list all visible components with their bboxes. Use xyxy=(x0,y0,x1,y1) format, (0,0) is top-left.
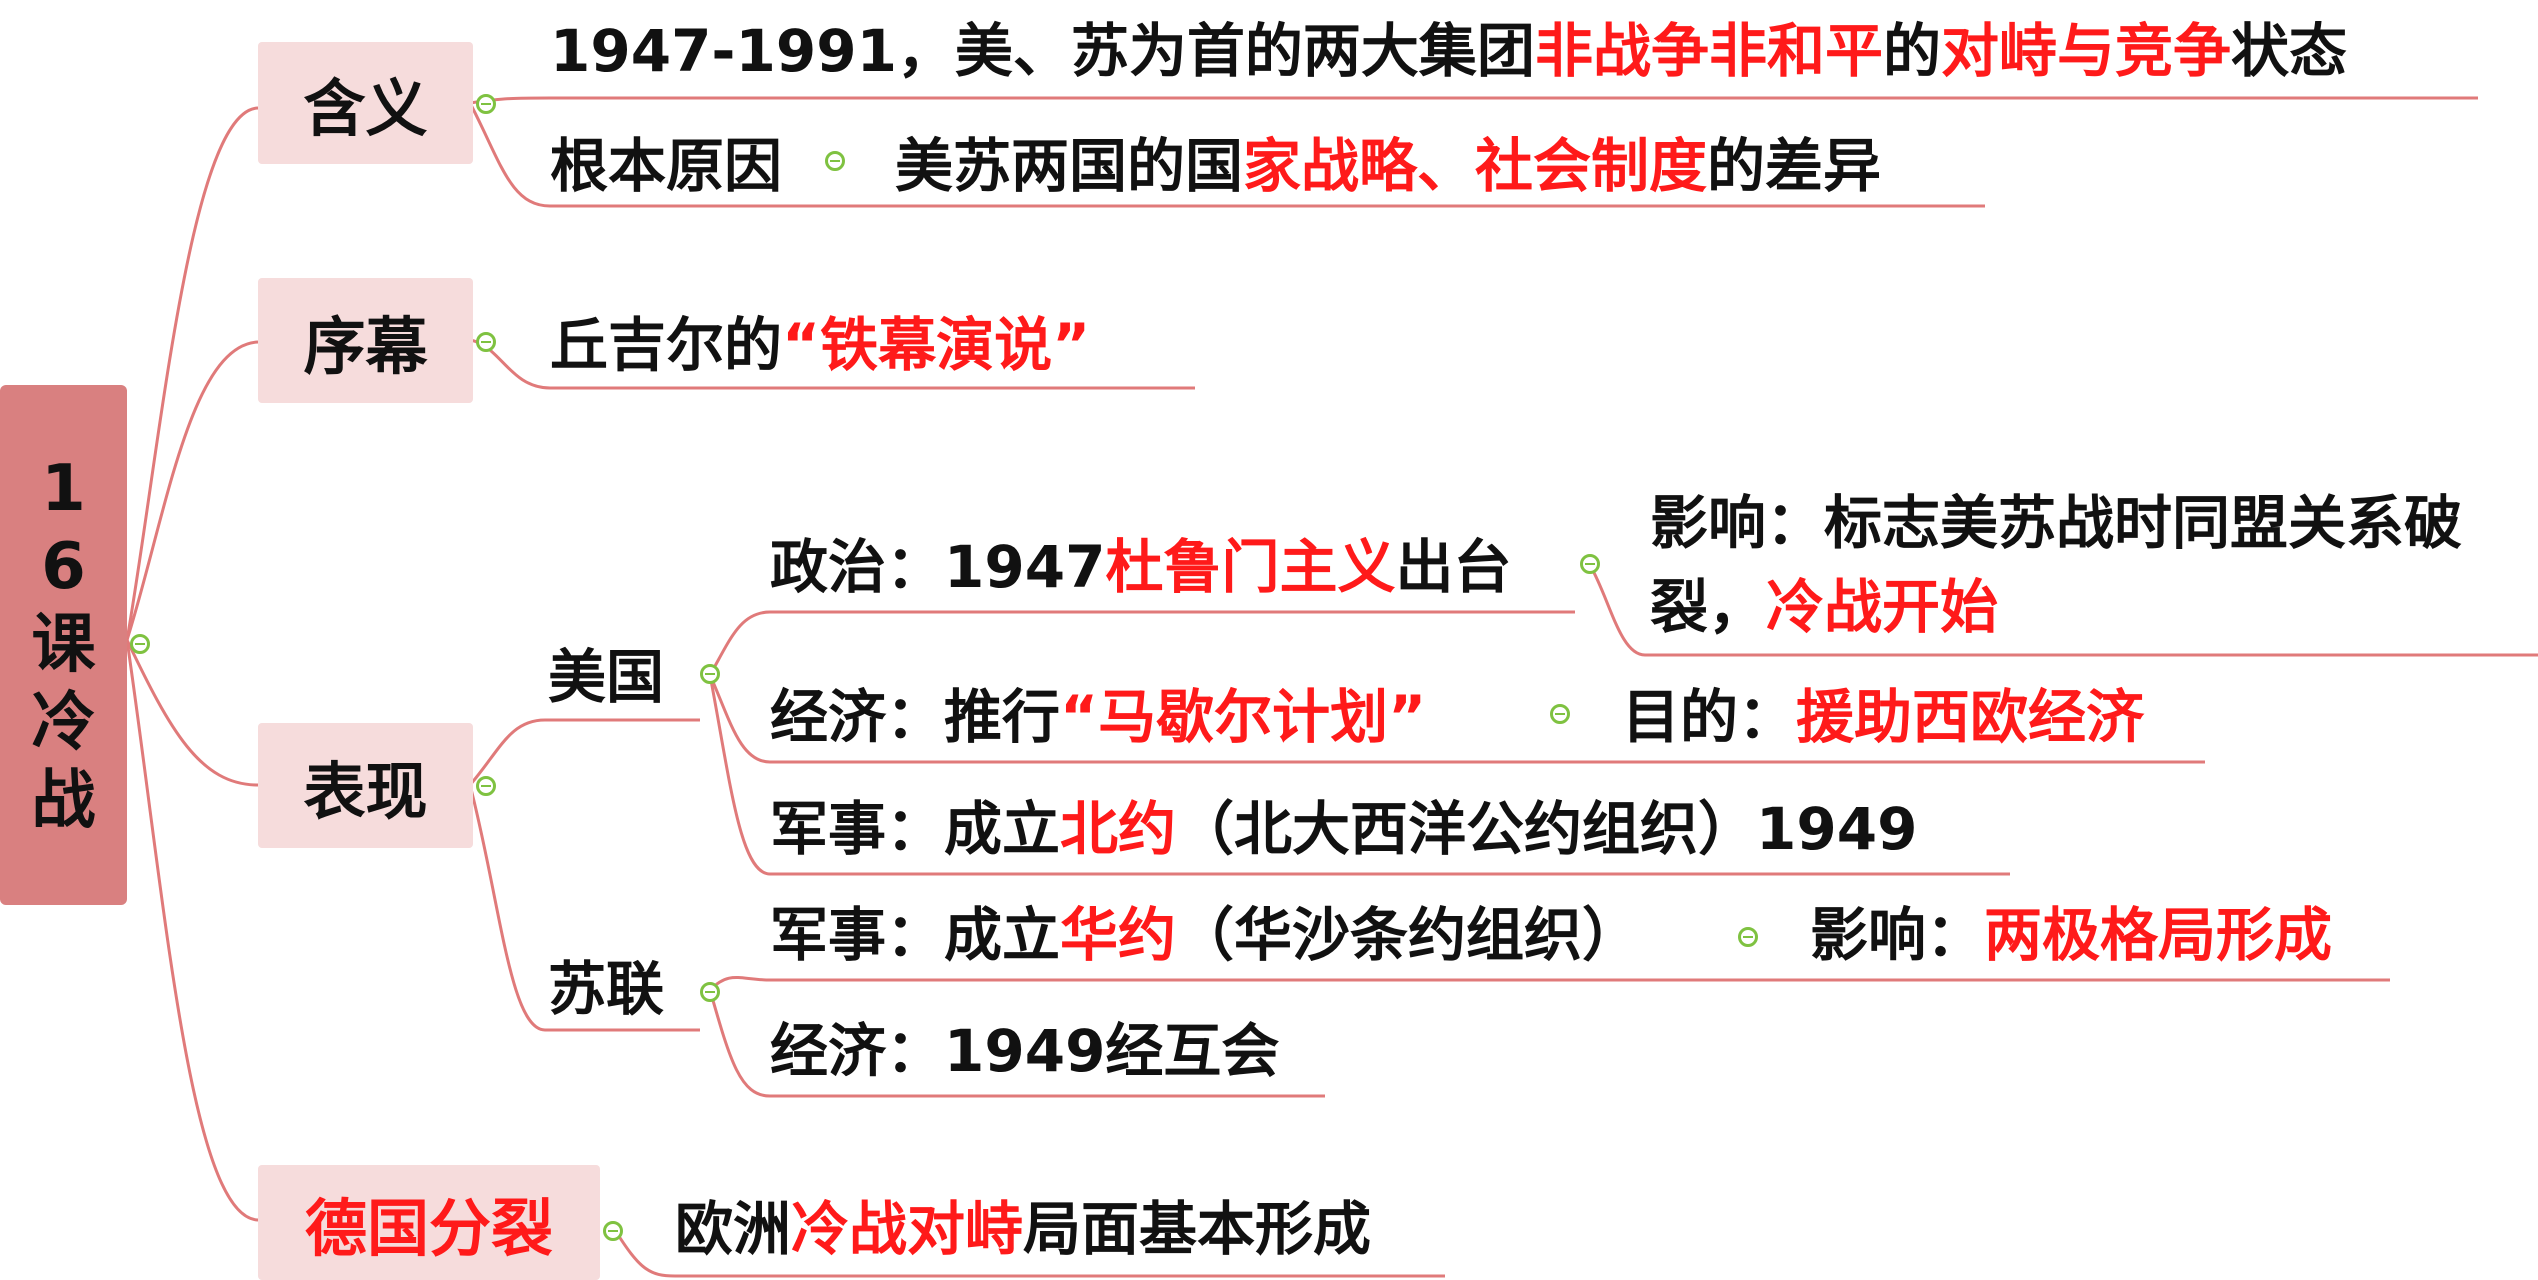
connector-root-xumu xyxy=(125,340,259,641)
usa-politics-impact-line2: 裂，冷战开始 xyxy=(1650,573,1999,641)
connector-ussr-economy xyxy=(708,989,1325,1098)
branch-biaoxian-label: 表现 xyxy=(303,754,428,828)
hanyi-definition: 1947-1991，美、苏为首的两大集团非战争非和平的对峙与竞争状态 xyxy=(550,17,2347,85)
usa-economy-goal: 目的：援助西欧经济 xyxy=(1622,683,2145,751)
collapse-toggle-economy[interactable] xyxy=(1550,704,1570,724)
xumu-content: 丘吉尔的“铁幕演说” xyxy=(550,311,1091,379)
branch-deguo-label: 德国分裂 xyxy=(304,1191,553,1265)
connector-usa-economy xyxy=(708,674,2205,764)
connector-biaoxian-usa xyxy=(468,718,700,786)
usa-politics: 政治：1947杜鲁门主义出台 xyxy=(770,533,1512,601)
connector-usa-military xyxy=(708,674,2010,876)
branch-xumu[interactable]: 序幕 xyxy=(258,278,473,403)
root-char: 冷 xyxy=(31,686,96,760)
collapse-toggle-biaoxian[interactable] xyxy=(476,776,496,796)
connector-hanyi-rootcause xyxy=(468,102,1985,208)
connector-usa-politics xyxy=(708,610,1575,676)
collapse-toggle-deguo[interactable] xyxy=(603,1221,623,1241)
connector-root-deguo xyxy=(125,639,259,1222)
root-char: 1 xyxy=(41,452,86,526)
root-char: 6 xyxy=(41,530,86,604)
connector-root-hanyi xyxy=(125,106,259,641)
collapse-toggle-usa[interactable] xyxy=(700,664,720,684)
root-topic[interactable]: 1 6 课 冷 战 xyxy=(0,385,127,905)
usa-military: 军事：成立北约（北大西洋公约组织）1949 xyxy=(770,795,1918,863)
collapse-toggle-root-cause[interactable] xyxy=(825,151,845,171)
collapse-toggle-ussr[interactable] xyxy=(700,982,720,1002)
usa-label: 美国 xyxy=(548,643,665,711)
connector-deguo-content xyxy=(613,1229,1445,1278)
hanyi-root-cause-label: 根本原因 xyxy=(550,132,783,200)
ussr-military: 军事：成立华约（华沙条约组织） xyxy=(770,901,1641,969)
ussr-label: 苏联 xyxy=(548,955,665,1023)
branch-biaoxian[interactable]: 表现 xyxy=(258,723,473,848)
connector-politics-impact xyxy=(1588,564,2538,657)
branch-hanyi[interactable]: 含义 xyxy=(258,42,473,164)
root-char: 课 xyxy=(31,608,96,682)
collapse-toggle-root[interactable] xyxy=(130,634,150,654)
hanyi-root-cause: 美苏两国的国家战略、社会制度的差异 xyxy=(895,132,1882,200)
collapse-toggle-xumu[interactable] xyxy=(476,332,496,352)
collapse-toggle-politics[interactable] xyxy=(1580,554,1600,574)
connector-biaoxian-ussr xyxy=(468,784,700,1032)
branch-deguo[interactable]: 德国分裂 xyxy=(258,1165,600,1280)
usa-economy: 经济：推行“马歇尔计划” xyxy=(770,683,1427,751)
deguo-content: 欧洲冷战对峙局面基本形成 xyxy=(675,1195,1372,1263)
connector-ussr-military xyxy=(708,976,1740,992)
branch-hanyi-label: 含义 xyxy=(303,72,428,145)
collapse-toggle-ussr-military[interactable] xyxy=(1738,927,1758,947)
collapse-toggle-hanyi[interactable] xyxy=(476,94,496,114)
connector-hanyi-definition xyxy=(469,96,2478,105)
ussr-economy: 经济：1949经互会 xyxy=(770,1017,1280,1085)
connector-root-biaoxian xyxy=(125,639,259,787)
ussr-military-impact: 影响：两极格局形成 xyxy=(1810,901,2333,969)
usa-politics-impact-line1: 影响：标志美苏战时同盟关系破 xyxy=(1650,489,2463,557)
root-char: 战 xyxy=(31,764,96,838)
branch-xumu-label: 序幕 xyxy=(303,309,428,383)
